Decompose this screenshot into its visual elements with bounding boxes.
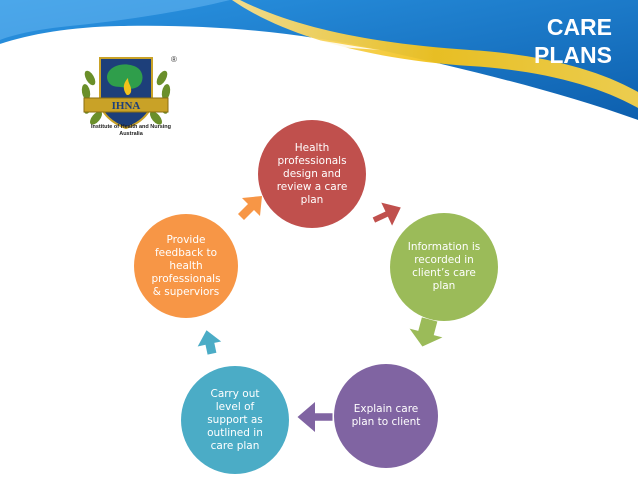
ihna-logo: IHNA ® (81, 55, 177, 130)
banner-blue-wave (0, 0, 638, 120)
slide-title-line-2: PLANS (534, 42, 612, 68)
logo-australia-map (107, 64, 143, 89)
logo-wordmark: IHNA (112, 100, 141, 112)
banner-light-ribbon (0, 0, 230, 40)
arrow-step1-to-step2 (372, 202, 401, 226)
slide-title: CARE PLANS (502, 13, 612, 69)
header-banner (0, 0, 638, 120)
arrow-step3-to-step4 (297, 402, 333, 432)
logo-ribbon (83, 97, 169, 113)
arrow-step2-to-step3 (409, 317, 443, 347)
arrow-step4-to-step5 (197, 330, 222, 355)
logo-org-line-2: Australia (119, 131, 143, 137)
cycle-step-3-text: Explain care plan to client (351, 403, 421, 428)
arrow-step5-to-step1 (238, 196, 262, 220)
logo-org-name: Institute of Health and Nursing Australi… (72, 124, 190, 138)
cycle-step-explain-plan: Explain care plan to client (334, 364, 438, 468)
slide-title-line-1: CARE (546, 14, 612, 40)
cycle-step-provide-feedback: Provide feedback to health professionals… (134, 214, 238, 318)
logo-org-line-1: Institute of Health and Nursing (90, 124, 172, 130)
banner-white-swoosh (0, 26, 380, 70)
cycle-step-2-text: Information is recorded in client’s care… (407, 241, 481, 292)
cycle-step-4-text: Carry out level of support as outlined i… (207, 387, 263, 452)
cycle-step-record-info: Information is recorded in client’s care… (390, 213, 498, 321)
banner-yellow-swoosh (232, 0, 638, 108)
cycle-step-5-text: Provide feedback to health professionals… (151, 233, 221, 298)
cycle-step-design-review: Health professionals design and review a… (258, 120, 366, 228)
logo-flame-icon (123, 78, 132, 96)
cycle-step-carry-out-support: Carry out level of support as outlined i… (181, 366, 289, 474)
logo-registered-mark: ® (171, 55, 177, 64)
cycle-step-1-text: Health professionals design and review a… (276, 141, 348, 206)
